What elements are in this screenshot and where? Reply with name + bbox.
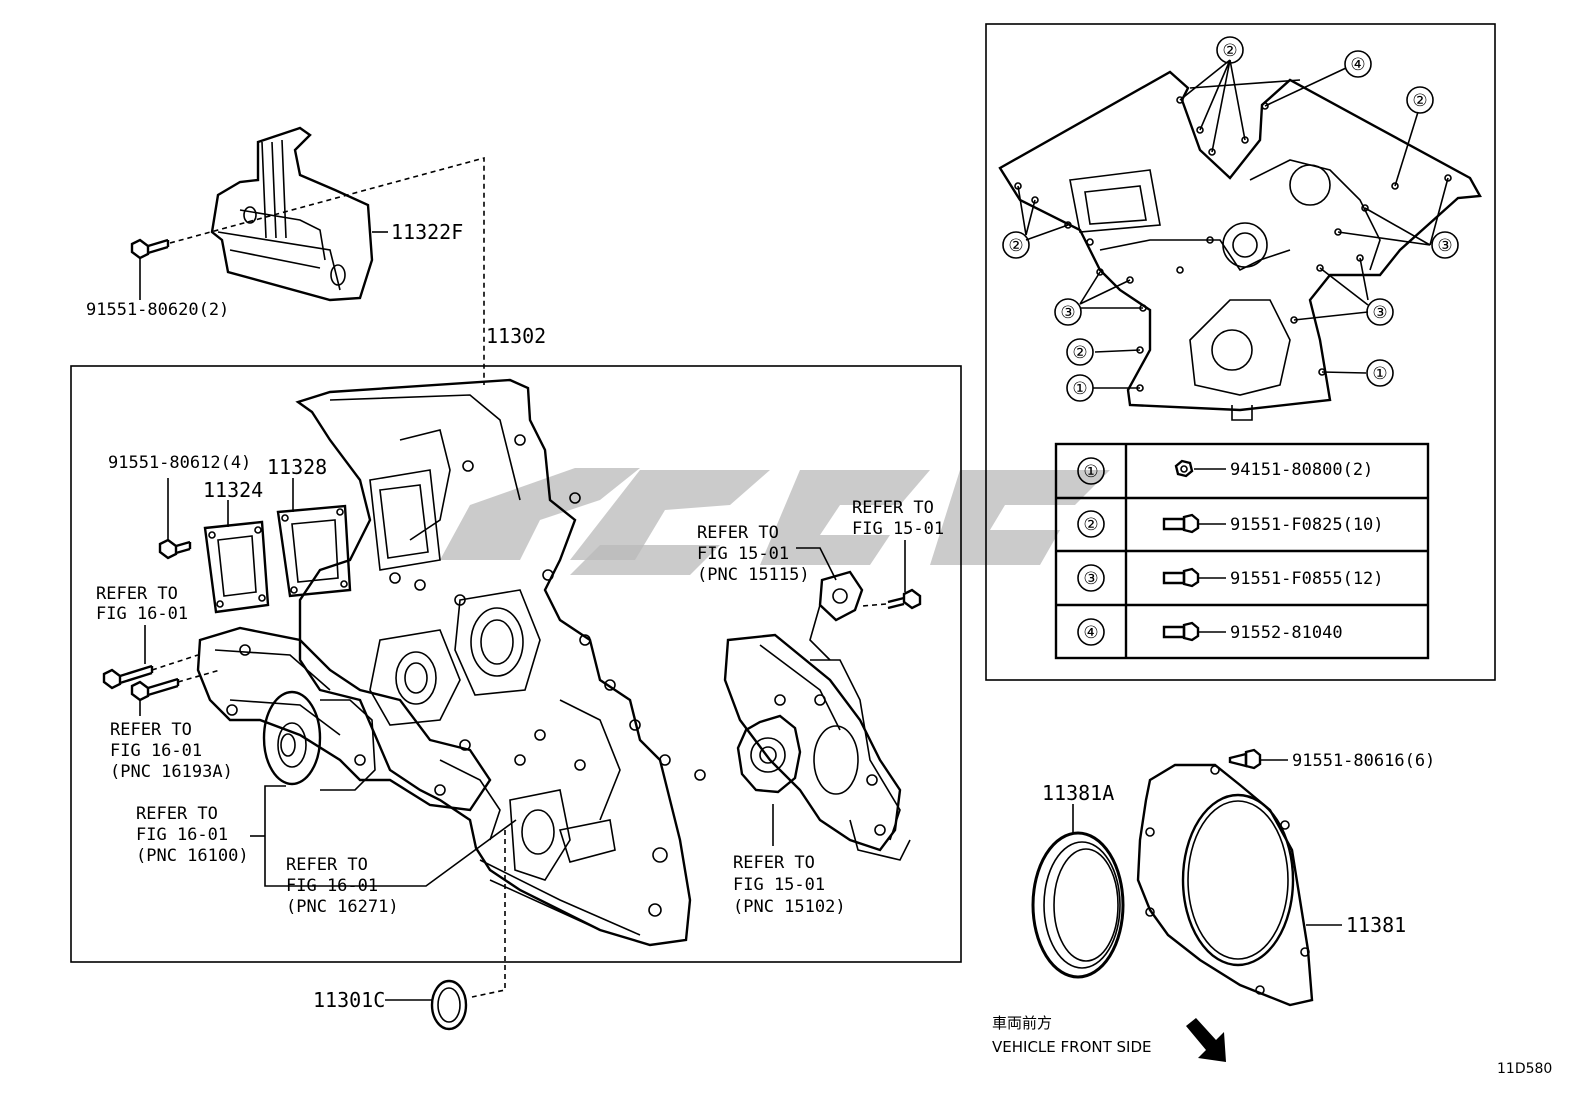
label-bracket-bolt: 91551-80620(2) [86,300,229,320]
svg-text:①: ① [1072,379,1087,399]
label-retainer-bolt: 91551-80616(6) [1292,751,1435,771]
svg-text:94151-80800(2): 94151-80800(2) [1230,460,1373,480]
label-cover-bolt-upper: 91551-80612(4) [108,453,251,473]
inset-callout-markers: ② ④ ② ② ③ ③ ③ ② ① ① [1002,36,1459,402]
bracket-bolt-icon [130,238,170,260]
cover-bolt-upper-icon [158,538,192,560]
bolt-icon [1162,621,1200,642]
legend-row-2: ② 91551-F0825(10) [1077,510,1384,538]
label-11324: 11324 [203,478,263,502]
refer-note-fig16-a: REFER TO FIG 16-01 [96,584,188,624]
inset-cover-outline [998,70,1482,421]
svg-text:91552-81040: 91552-81040 [1230,623,1343,643]
pump-bolt-icon [102,664,180,702]
svg-text:91551-F0855(12): 91551-F0855(12) [1230,569,1384,589]
refer-note-fig16-b: REFER TO FIG 16-01 (PNC 16193A) [110,720,233,782]
legend-row-3: ③ 91551-F0855(12) [1077,564,1384,592]
rear-oil-seal-drawing [1031,831,1125,979]
gasket-11324-drawing [203,520,270,614]
svg-text:②: ② [1083,515,1098,535]
refer-note-fig15-a: REFER TO FIG 15-01 (PNC 15115) [697,523,810,585]
label-11328: 11328 [267,455,327,479]
front-direction-arrow-icon [1186,1018,1226,1062]
relief-bolt-icon [887,588,922,610]
oil-pump-rotor-drawing [736,714,802,794]
cover-bracket-drawing [210,126,374,302]
refer-note-fig16-d: REFER TO FIG 16-01 (PNC 16271) [286,855,399,917]
svg-text:③: ③ [1437,236,1452,256]
front-oil-seal-drawing [430,979,468,1031]
label-11302: 11302 [486,324,546,348]
svg-text:①: ① [1372,364,1387,384]
label-11301C: 11301C [313,988,385,1012]
label-11381: 11381 [1346,913,1406,937]
refer-note-fig16-c: REFER TO FIG 16-01 (PNC 16100) [136,804,249,866]
timing-cover-assembly-box [70,365,962,963]
watermark-logo [440,468,1110,575]
svg-text:④: ④ [1083,623,1098,643]
svg-text:③: ③ [1372,303,1387,323]
refer-note-fig15-c: REFER TO FIG 15-01 (PNC 15102) [733,853,846,917]
svg-text:②: ② [1412,91,1427,111]
svg-text:②: ② [1222,41,1237,61]
bolt-location-inset-box [985,23,1496,681]
nut-icon [1174,459,1194,478]
legend-row-1: ① 94151-80800(2) [1077,457,1373,485]
water-pump-drawing [196,626,492,812]
rear-retainer-drawing [1136,763,1314,1007]
figure-code: 11D580 [1497,1061,1552,1077]
inset-leader-lines [1017,59,1449,389]
timing-cover-drawing [295,378,706,947]
svg-text:③: ③ [1060,303,1075,323]
bolt-legend-table [1054,442,1430,660]
gasket-11328-drawing [276,504,352,598]
refer-note-fig15-b: REFER TO FIG 15-01 [852,498,944,539]
label-11381A: 11381A [1042,781,1114,805]
front-side-label-english: VEHICLE FRONT SIDE [992,1038,1152,1056]
svg-text:③: ③ [1083,569,1098,589]
relief-valve-drawing [809,570,864,661]
legend-row-4: ④ 91552-81040 [1077,618,1343,646]
svg-text:91551-F0825(10): 91551-F0825(10) [1230,515,1384,535]
bolt-icon [1162,513,1200,534]
svg-text:①: ① [1083,462,1098,482]
svg-text:②: ② [1072,343,1087,363]
label-11322F: 11322F [391,220,463,244]
bolt-icon [1162,567,1200,588]
retainer-bolt-icon [1228,748,1262,770]
front-side-label-japanese: 車両前方 [992,1014,1052,1032]
oil-pump-drawing [723,633,911,861]
svg-text:④: ④ [1350,55,1365,75]
svg-text:②: ② [1008,236,1023,256]
